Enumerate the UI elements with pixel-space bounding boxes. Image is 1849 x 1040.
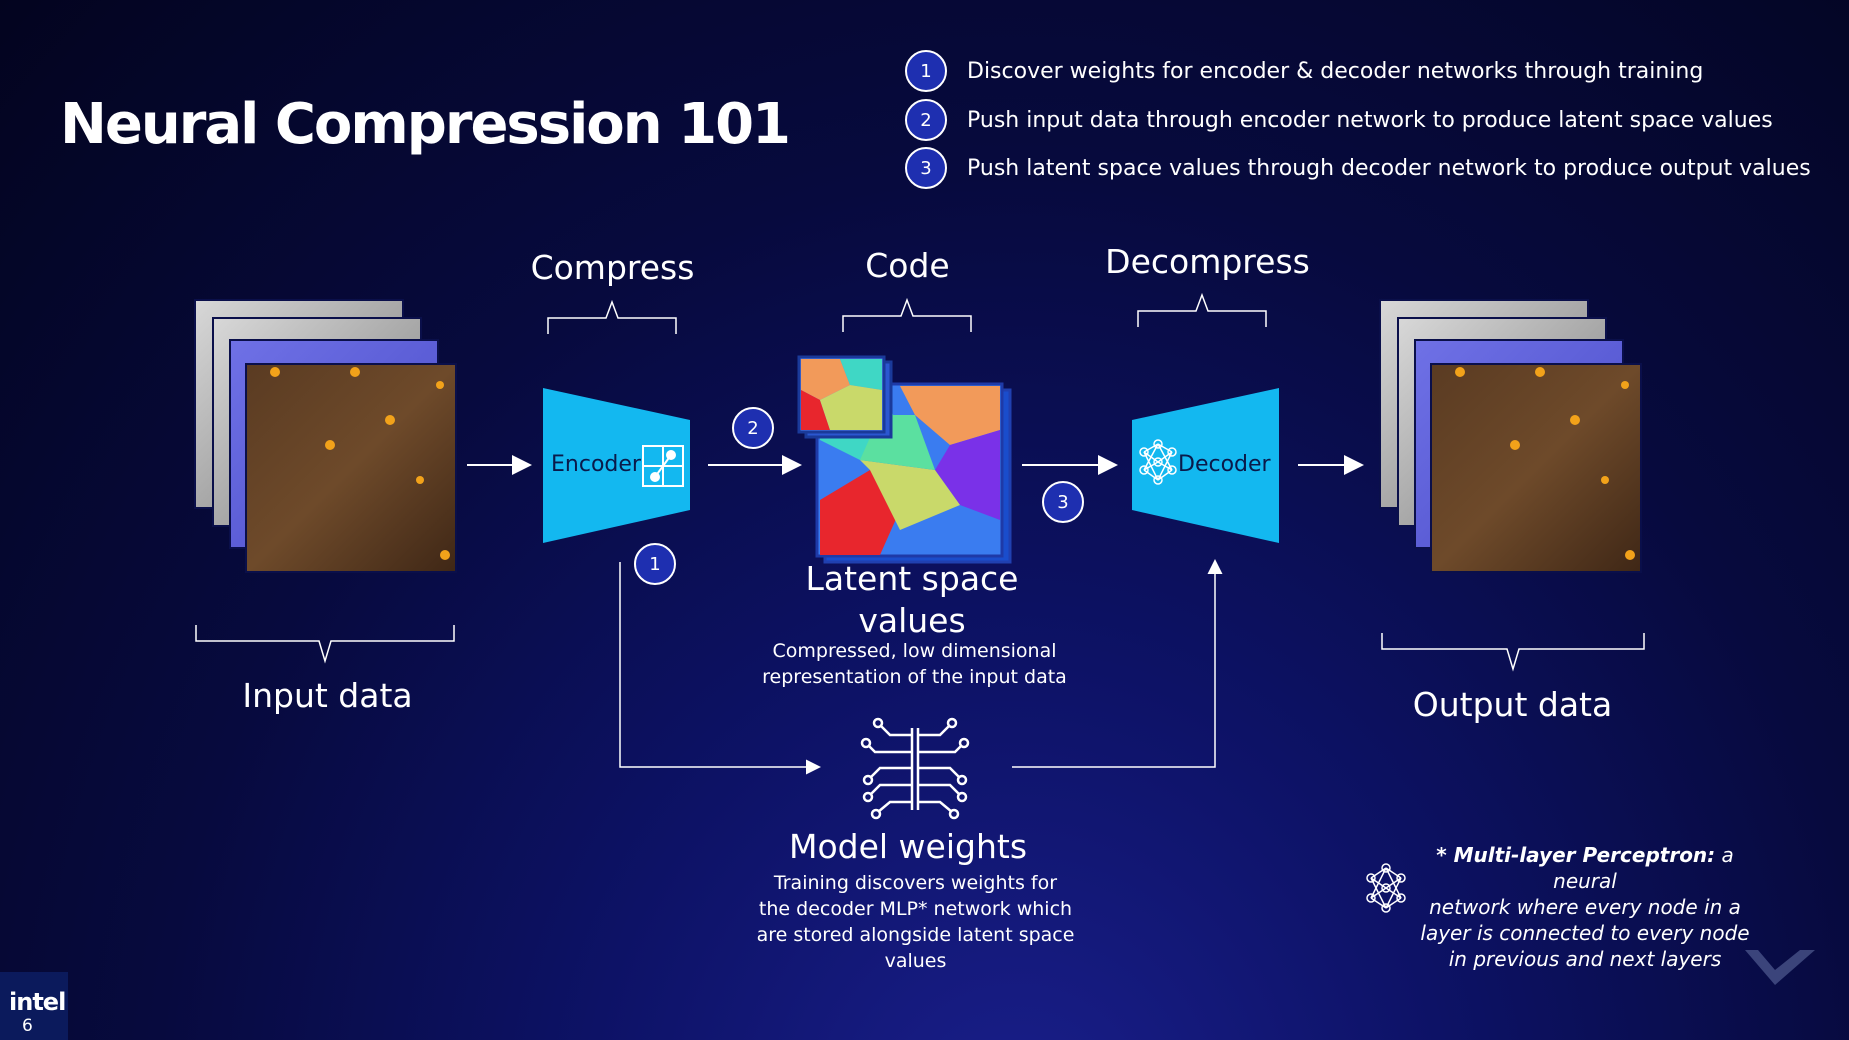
weights-desc-line2: the decoder MLP* network which [758,898,1073,920]
decoder-block [1132,388,1279,543]
footnote-line2: network where every node in a [1429,895,1741,919]
neural-network-icon [1139,439,1177,485]
step-text: Push latent space values through decoder… [967,155,1811,181]
latent-space-images [797,355,1012,564]
weights-desc-line4: values [884,950,947,972]
step-number-badge: 2 [905,99,947,141]
step-text: Push input data through encoder network … [967,107,1773,133]
step-number-badge: 3 [905,147,947,189]
mlp-footnote: * Multi-layer Perceptron: a neural netwo… [1410,842,1760,972]
intel-logo-generation: 6 [22,1016,33,1036]
step-3: 3 Push latent space values through decod… [905,147,1811,189]
decoder-label: Decoder [1178,452,1271,477]
latent-title-line1: Latent space [805,559,1019,598]
arrow-encoder-to-weights [619,562,821,775]
output-data-stack [1379,299,1642,573]
encoder-block [543,388,690,543]
output-brace [1381,633,1645,672]
code-label: Code [865,246,950,285]
brain-circuit-icon [860,717,970,820]
latent-title-line2: values [858,601,966,640]
step-number-badge: 1 [905,50,947,92]
step-1: 1 Discover weights for encoder & decoder… [905,50,1703,92]
flow-marker-3: 3 [1042,481,1084,523]
latent-desc-line1: Compressed, low dimensional [772,640,1057,662]
step-text: Discover weights for encoder & decoder n… [967,58,1704,84]
intel-logo [0,972,68,1040]
weights-description: Training discovers weights for the decod… [718,870,1113,974]
decompress-brace [1137,292,1267,327]
grid-node-icon [642,445,684,487]
v-logo-icon [1745,950,1815,985]
input-brace [195,625,455,664]
step-2: 2 Push input data through encoder networ… [905,99,1773,141]
flow-marker-2: 2 [732,407,774,449]
page-title: Neural Compression 101 [60,92,791,157]
encoder-label: Encoder [551,452,641,477]
intel-logo-word: intel [9,988,66,1016]
weights-title: Model weights [788,827,1028,866]
compress-label: Compress [530,248,695,287]
input-data-stack [194,299,457,573]
decompress-label: Decompress [1105,242,1310,281]
footnote-line1-rest: a neural [1553,843,1734,893]
output-data-label: Output data [1412,685,1613,724]
arrow-weights-to-decoder [1012,559,1223,768]
weights-desc-line3: are stored alongside latent space [756,924,1075,946]
mlp-network-icon [1366,863,1406,913]
latent-title: Latent space values [752,558,1072,642]
weights-desc-line1: Training discovers weights for [773,872,1058,894]
compress-brace [547,299,677,334]
footnote-line4: in previous and next layers [1448,947,1722,971]
footnote-line3: layer is connected to every node [1420,921,1750,945]
latent-desc-line2: representation of the input data [762,666,1067,688]
flow-marker-1: 1 [634,543,676,585]
code-brace [842,297,972,332]
footnote-line1: * Multi-layer Perceptron: a neural [1410,842,1760,894]
latent-description: Compressed, low dimensional representati… [737,638,1092,690]
input-data-label: Input data [242,676,413,715]
footnote-term: * Multi-layer Perceptron: [1436,843,1716,867]
